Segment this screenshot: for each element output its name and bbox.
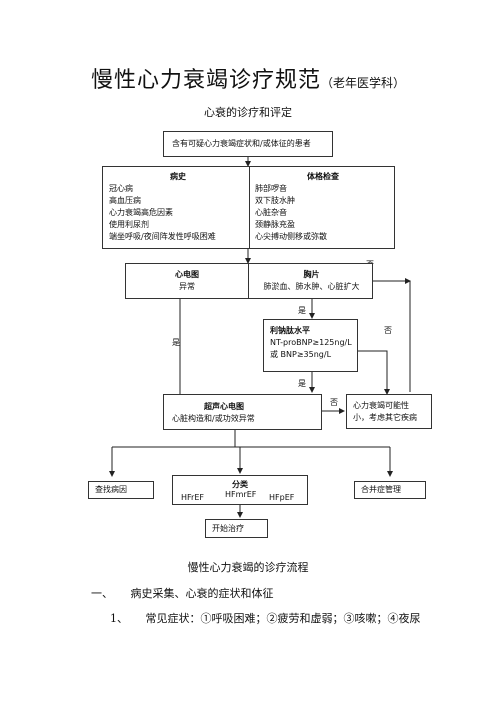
page-title: 慢性心力衰竭诊疗规范（老年医学科） [0, 62, 496, 94]
treat-box: 开始治疗 [205, 519, 268, 538]
start-text: 含有可疑心力衰竭症状和/或体征的患者 [172, 139, 311, 148]
label-no-3: 否 [330, 398, 338, 407]
section-title: 心衰的诊疗和评定 [204, 106, 292, 119]
unlikely-line1: 心力衰竭可能性 [353, 401, 409, 410]
bnp-box: 利钠肽水平 NT-proBNP≥125ng/L 或 BNP≥35ng/L [263, 319, 358, 372]
section-heading: 一、 病史采集、心衰的症状和体征 [91, 585, 274, 601]
comorbid-box: 合并症管理 [354, 481, 426, 499]
page-title-main: 慢性心力衰竭诊疗规范 [90, 68, 321, 93]
bnp-line1: NT-proBNP≥125ng/L [270, 338, 352, 347]
body-paragraph: 1、 常见症状：①呼吸困难；②疲劳和虚弱；③咳嗽；④夜尿 [110, 610, 421, 626]
bnp-title: 利钠肽水平 [270, 326, 310, 335]
comorbid-text: 合并症管理 [361, 485, 401, 494]
ecg-panel: 心电图 异常 [126, 269, 248, 293]
item-number: 1、 [110, 612, 128, 625]
history-item: 端坐呼吸/夜间阵发性呼吸困难 [109, 232, 216, 241]
exam-item: 颈静脉充盈 [255, 220, 295, 229]
ecg-title: 心电图 [175, 270, 199, 279]
label-no-2: 否 [384, 326, 392, 335]
exam-item: 双下肢水肿 [255, 196, 295, 205]
flowchart-connectors [109, 156, 411, 518]
ecg-chest-box: 心电图 异常 胸片 肺淤血、肺水肿、心脏扩大 [125, 263, 373, 299]
find-cause-box: 查找病因 [88, 481, 154, 499]
history-item: 高血压病 [109, 196, 141, 205]
unlikely-box: 心力衰竭可能性 小，考虑其它疾病 [346, 394, 432, 429]
bnp-line2: 或 BNP≥35ng/L [270, 350, 332, 359]
echo-title: 超声心电图 [204, 402, 244, 411]
label-yes-2: 是 [172, 338, 180, 347]
ecg-text: 异常 [179, 282, 195, 291]
exam-item: 心脏杂音 [255, 208, 287, 217]
exam-title: 体格检查 [307, 172, 339, 181]
figure-caption: 慢性心力衰竭的诊疗流程 [187, 561, 309, 574]
type-hfpef: HFpEF [269, 493, 295, 502]
history-item: 心力衰竭高危因素 [109, 208, 173, 217]
history-title: 病史 [170, 172, 186, 181]
find-cause-text: 查找病因 [95, 485, 127, 494]
history-item: 使用利尿剂 [109, 220, 149, 229]
exam-item: 心尖搏动侧移或弥散 [255, 232, 327, 241]
ecg-chest-divider [248, 264, 249, 298]
chest-panel: 胸片 肺淤血、肺水肿、心脏扩大 [249, 269, 374, 293]
exam-item: 肺部啰音 [255, 184, 287, 193]
echo-box: 超声心电图 心脏构造和/或功效异常 [163, 394, 322, 430]
treat-text: 开始治疗 [212, 524, 244, 533]
history-item: 冠心病 [109, 184, 133, 193]
section-number: 一、 [91, 587, 113, 600]
echo-text: 心脏构造和/或功效异常 [172, 414, 255, 423]
label-yes-3: 是 [298, 379, 306, 388]
history-exam-box: 病史 冠心病 高血压病 心力衰竭高危因素 使用利尿剂 端坐呼吸/夜间阵发性呼吸困… [102, 166, 395, 249]
unlikely-line2: 小，考虑其它疾病 [353, 413, 417, 422]
history-exam-divider [249, 167, 250, 248]
start-box: 含有可疑心力衰竭症状和/或体征的患者 [163, 131, 333, 157]
page-title-subtitle: （老年医学科） [321, 76, 406, 90]
type-hfref: HFrEF [181, 493, 204, 502]
item-text: 常见症状：①呼吸困难；②疲劳和虚弱；③咳嗽；④夜尿 [145, 612, 421, 625]
classify-title: 分类 [232, 480, 248, 489]
history-panel: 病史 冠心病 高血压病 心力衰竭高危因素 使用利尿剂 端坐呼吸/夜间阵发性呼吸困… [109, 171, 247, 243]
section-text: 病史采集、心衰的症状和体征 [130, 587, 274, 600]
type-hfmref: HFmrEF [225, 490, 257, 499]
classify-box: 分类 HFrEF HFmrEF HFpEF [172, 475, 308, 505]
chest-title: 胸片 [303, 270, 320, 279]
exam-panel: 体格检查 肺部啰音 双下肢水肿 心脏杂音 颈静脉充盈 心尖搏动侧移或弥散 [255, 171, 391, 243]
chest-text: 肺淤血、肺水肿、心脏扩大 [263, 282, 360, 291]
label-yes-1: 是 [298, 306, 306, 315]
